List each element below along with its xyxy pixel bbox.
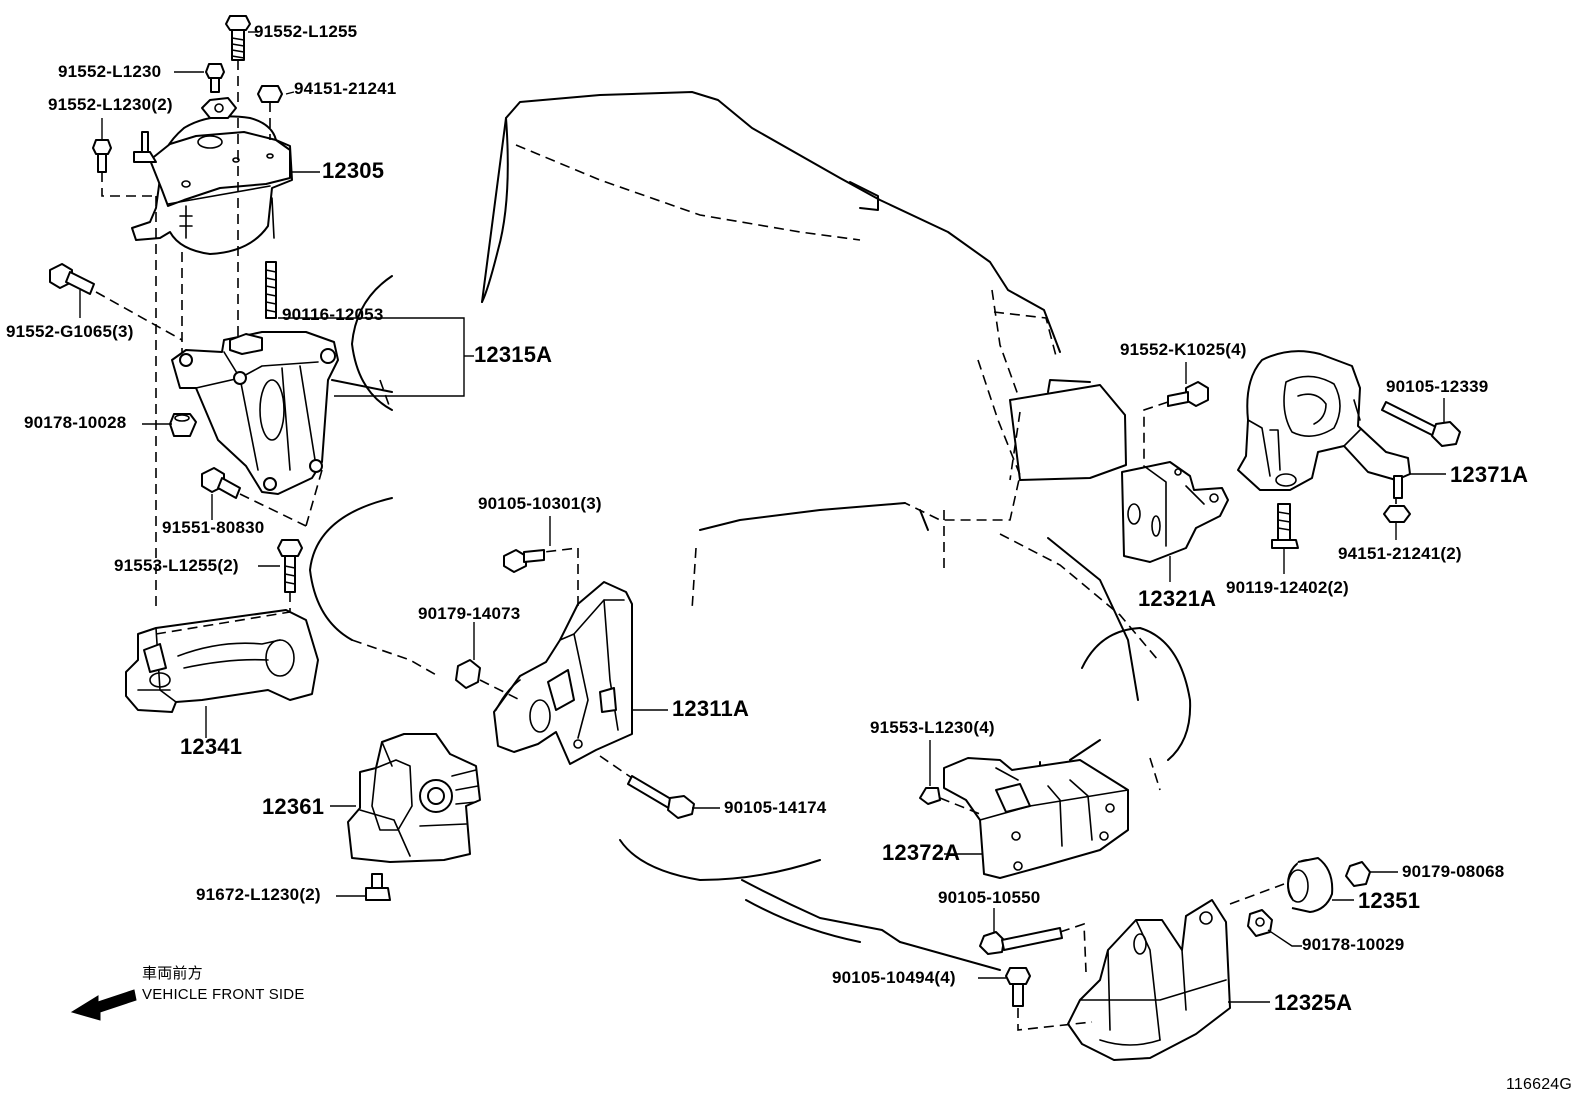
label-90116-12053: 90116-12053 — [282, 305, 384, 324]
stud-90116-12053 — [265, 261, 277, 319]
bushing-12351 — [1247, 857, 1371, 937]
label-91551-80830: 91551-80830 — [162, 518, 265, 537]
label-94151-21241-2: 94151-21241(2) — [1338, 544, 1462, 563]
bracket-12321A — [1121, 381, 1229, 563]
label-90105-12339: 90105-12339 — [1386, 377, 1489, 396]
label-12371A: 12371A — [1450, 462, 1529, 487]
label-91552-L1255: 91552-L1255 — [254, 22, 358, 41]
bolt-90105-10301 — [503, 549, 545, 573]
bracket-12341 — [125, 609, 319, 713]
nut-90179-14073 — [455, 659, 521, 701]
label-91672-L1230-2: 91672-L1230(2) — [196, 885, 321, 904]
label-12341: 12341 — [180, 734, 243, 759]
mount-12361 — [347, 733, 481, 863]
leader-lines — [79, 31, 1446, 1003]
bolt-90105-14174 — [599, 755, 695, 819]
label-90105-10550: 90105-10550 — [938, 888, 1041, 907]
bolt-91552-G1065 — [49, 263, 183, 341]
vehicle-front-arrow-icon — [70, 989, 137, 1021]
label-90178-10028: 90178-10028 — [24, 413, 127, 432]
label-12361: 12361 — [262, 794, 325, 819]
illustration-code: 116624G — [1506, 1076, 1573, 1093]
label-90179-08068: 90179-08068 — [1402, 862, 1505, 881]
bolt-91553-L1255 — [277, 539, 303, 612]
legend-english: VEHICLE FRONT SIDE — [142, 986, 305, 1003]
legend-japanese: 車両前方 — [142, 965, 203, 982]
bolt-91672-L1230 — [365, 873, 391, 901]
label-12305: 12305 — [322, 158, 385, 183]
engine-mount-12305 — [92, 15, 293, 606]
label-12325A: 12325A — [1274, 990, 1353, 1015]
bracket-12315A — [171, 331, 339, 495]
bracket-12325A — [979, 883, 1285, 1061]
mount-12371A — [1237, 350, 1461, 549]
label-91552-G1065-3: 91552-G1065(3) — [6, 322, 134, 341]
label-94151-21241: 94151-21241 — [294, 79, 397, 98]
label-90105-10301-3: 90105-10301(3) — [478, 494, 602, 513]
label-90105-14174: 90105-14174 — [724, 798, 827, 817]
label-90119-12402-2: 90119-12402(2) — [1226, 578, 1349, 597]
label-12315A: 12315A — [474, 342, 553, 367]
label-12311A: 12311A — [672, 696, 750, 721]
bracket-12311A — [493, 547, 633, 765]
label-91552-L1230-2: 91552-L1230(2) — [48, 95, 173, 114]
label-90178-10029: 90178-10029 — [1302, 935, 1405, 954]
label-91552-L1230: 91552-L1230 — [58, 62, 162, 81]
label-90179-14073: 90179-14073 — [418, 604, 521, 623]
label-91553-L1230-4: 91553-L1230(4) — [870, 718, 995, 737]
label-12372A: 12372A — [882, 840, 961, 865]
mount-12372A — [919, 757, 1129, 879]
nut-90178-10028 — [169, 413, 197, 437]
label-91553-L1255-2: 91553-L1255(2) — [114, 556, 239, 575]
label-12351: 12351 — [1358, 888, 1421, 913]
label-90105-10494-4: 90105-10494(4) — [832, 968, 956, 987]
label-91552-K1025-4: 91552-K1025(4) — [1120, 340, 1247, 359]
label-12321A: 12321A — [1138, 586, 1217, 611]
bolt-91551-80830 — [201, 467, 323, 527]
